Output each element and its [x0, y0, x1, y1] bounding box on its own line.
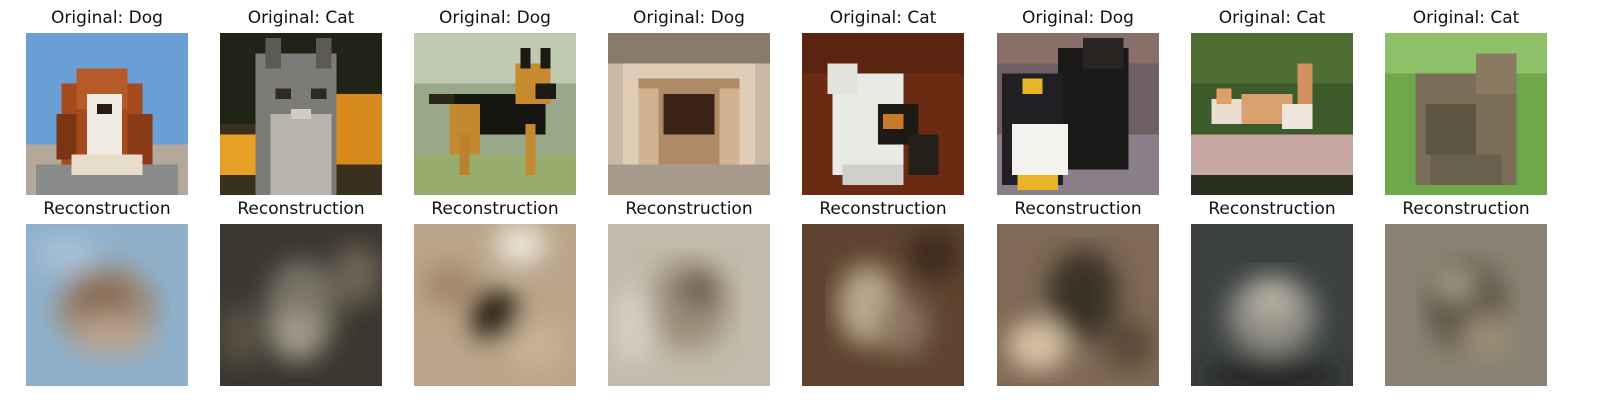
- reconstruction-title: Reconstruction: [43, 199, 171, 219]
- reconstruction-title: Reconstruction: [819, 199, 947, 219]
- reconstruction-title: Reconstruction: [1208, 199, 1336, 219]
- reconstruction-image: [1385, 224, 1547, 386]
- original-image-dog: [414, 33, 576, 195]
- reconstruction-title: Reconstruction: [1014, 199, 1142, 219]
- original-title: Original: Cat: [1218, 8, 1326, 28]
- reconstruction-image: [1191, 224, 1353, 386]
- reconstruction-title: Reconstruction: [625, 199, 753, 219]
- original-title: Original: Cat: [829, 8, 937, 28]
- reconstruction-image: [414, 224, 576, 386]
- original-image-dog: [26, 33, 188, 195]
- original-title: Original: Cat: [247, 8, 355, 28]
- original-image-dog: [997, 33, 1159, 195]
- original-title: Original: Dog: [633, 8, 745, 28]
- reconstruction-image: [26, 224, 188, 386]
- reconstruction-title: Reconstruction: [1402, 199, 1530, 219]
- original-image-cat: [220, 33, 382, 195]
- reconstruction-title: Reconstruction: [237, 199, 365, 219]
- original-title: Original: Dog: [1022, 8, 1134, 28]
- reconstruction-title: Reconstruction: [431, 199, 559, 219]
- original-image-cat: [1191, 33, 1353, 195]
- original-image-dog: [608, 33, 770, 195]
- reconstruction-image: [220, 224, 382, 386]
- reconstruction-image: [608, 224, 770, 386]
- original-title: Original: Dog: [51, 8, 163, 28]
- reconstruction-image: [802, 224, 964, 386]
- original-image-cat: [802, 33, 964, 195]
- original-title: Original: Cat: [1412, 8, 1520, 28]
- original-title: Original: Dog: [439, 8, 551, 28]
- reconstruction-image: [997, 224, 1159, 386]
- original-image-cat: [1385, 33, 1547, 195]
